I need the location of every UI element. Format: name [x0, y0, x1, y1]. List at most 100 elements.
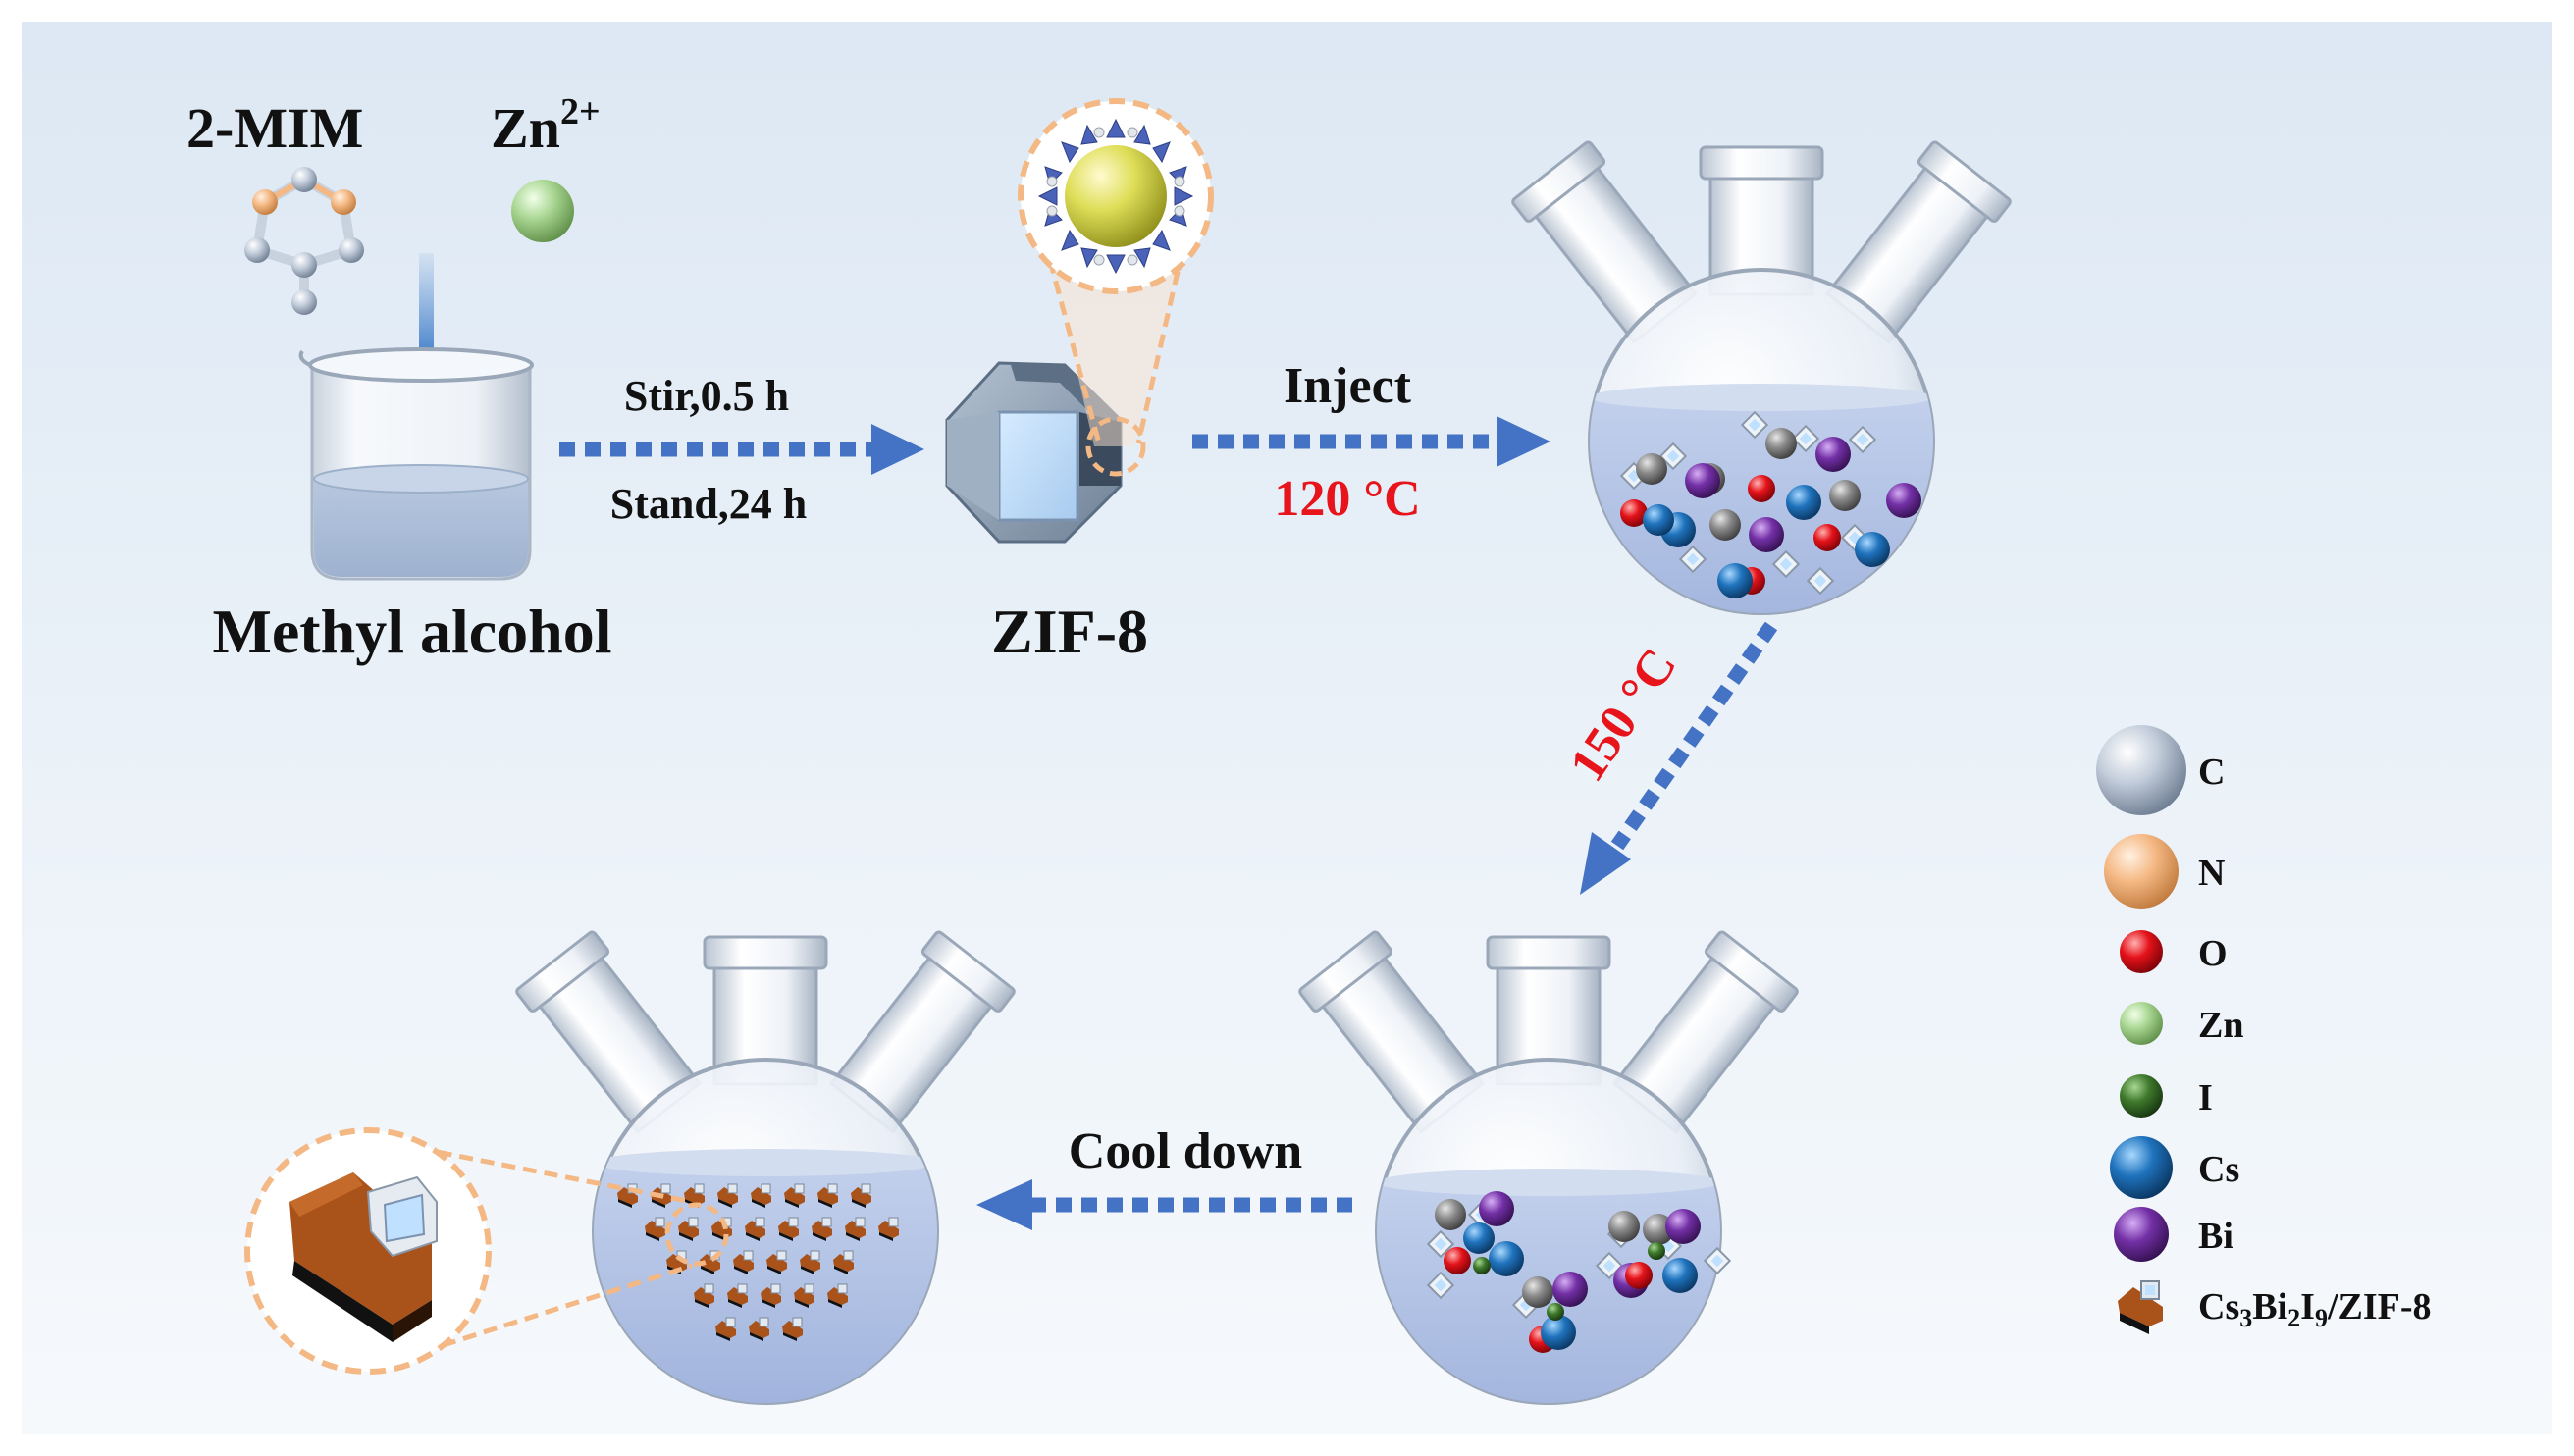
legend-c-label: C — [2198, 752, 2225, 793]
o-atom-icon — [1620, 499, 1648, 527]
gray-atom-icon — [1765, 428, 1797, 459]
composite-particle-icon — [749, 1317, 769, 1341]
gray-atom-icon — [1435, 1199, 1466, 1230]
composite-particle-icon — [794, 1283, 814, 1308]
legend-i-atom-icon — [2120, 1074, 2163, 1118]
o-atom-icon — [1748, 475, 1775, 502]
composite-particle-icon — [817, 1183, 838, 1208]
step4-label: Cool down — [1069, 1123, 1302, 1179]
zif8-cube-icon — [1848, 425, 1877, 454]
bi-atom-icon — [1886, 483, 1921, 518]
composite-particle-icon — [833, 1250, 854, 1274]
gray-atom-icon — [1636, 453, 1667, 485]
beaker-icon — [298, 347, 534, 581]
cs-atom-icon — [1717, 563, 1753, 598]
composite-particle-icon — [845, 1217, 866, 1241]
gray-atom-icon — [1522, 1276, 1553, 1308]
o-atom-icon — [1444, 1247, 1471, 1274]
cs-atom-icon — [1489, 1241, 1524, 1276]
zif8-cube-icon — [1740, 410, 1769, 440]
legend-zn-atom-icon — [2120, 1002, 2163, 1045]
composite-particle-icon — [761, 1283, 781, 1308]
composite-particle-icon — [645, 1217, 665, 1241]
zif8-crystal-icon — [945, 361, 1123, 544]
flask3-composite-particles — [617, 1183, 899, 1341]
zif8-cube-icon — [1791, 424, 1820, 453]
legend-bi-label: Bi — [2198, 1216, 2233, 1257]
composite-particle-icon — [827, 1283, 848, 1308]
bi-atom-icon — [1479, 1191, 1514, 1226]
bi-atom-icon — [1552, 1272, 1588, 1307]
metal-ion-label: Zn2+ — [491, 91, 601, 160]
zif8-cube-icon — [1426, 1229, 1455, 1259]
zif8-cube-icon — [1703, 1246, 1732, 1275]
composite-particle-icon — [717, 1183, 738, 1208]
composite-particle-icon — [778, 1217, 799, 1241]
i-atom-icon — [1473, 1257, 1491, 1274]
bi-atom-icon — [1749, 517, 1784, 552]
composite-particle-icon — [851, 1183, 871, 1208]
composite-particle-icon — [727, 1283, 748, 1308]
cs-atom-icon — [1662, 1258, 1698, 1293]
gray-atom-icon — [1829, 480, 1861, 511]
cs-atom-icon — [1541, 1315, 1576, 1350]
step1-top-label: Stir,0.5 h — [624, 372, 789, 420]
legend-cs-label: Cs — [2198, 1149, 2239, 1190]
step2-arrow — [1192, 416, 1550, 467]
composite-particle-icon — [766, 1250, 787, 1274]
gray-atom-icon — [1709, 509, 1741, 541]
step4-arrow — [976, 1179, 1352, 1230]
legend-o-atom-icon — [2120, 930, 2163, 973]
product-magnifier — [244, 1127, 729, 1375]
step2-bottom-label: 120 °C — [1274, 471, 1420, 527]
composite-particle-icon — [715, 1317, 736, 1341]
legend-i-label: I — [2198, 1077, 2213, 1118]
step3-arrow — [1580, 621, 1778, 895]
bi-atom-icon — [1685, 463, 1720, 498]
zinc-ion-icon — [511, 180, 574, 242]
legend-bi-atom-icon — [2114, 1207, 2169, 1262]
cs-atom-icon — [1786, 485, 1821, 520]
zif8-cube-icon — [1658, 442, 1688, 471]
bi-atom-icon — [1665, 1209, 1701, 1244]
composite-particle-icon — [782, 1317, 803, 1341]
cs-atom-icon — [1855, 532, 1890, 567]
composite-particle-icon — [745, 1217, 765, 1241]
composite-particle-icon — [784, 1183, 805, 1208]
step2-top-label: Inject — [1284, 358, 1412, 414]
cs-atom-icon — [1643, 504, 1674, 536]
legend-composite-icon — [2118, 1280, 2163, 1334]
o-atom-icon — [1625, 1262, 1653, 1289]
composite-particle-icon — [878, 1217, 899, 1241]
composite-particle-icon — [800, 1250, 820, 1274]
ligand-label: 2-MIM — [186, 96, 363, 160]
legend-n-label: N — [2198, 853, 2225, 894]
solvent-label: Methyl alcohol — [212, 597, 611, 666]
cs-atom-icon — [1463, 1222, 1495, 1254]
i-atom-icon — [1547, 1303, 1564, 1321]
zif8-cube-icon — [1771, 549, 1801, 579]
legend-zn-label: Zn — [2198, 1005, 2243, 1046]
composite-particle-icon — [751, 1183, 771, 1208]
legend-n-atom-icon — [2104, 834, 2179, 909]
imidazole-molecule-icon — [244, 167, 364, 315]
gray-atom-icon — [1608, 1211, 1640, 1242]
i-atom-icon — [1648, 1242, 1665, 1260]
zif8-magnifier — [1018, 98, 1214, 477]
step1-bottom-label: Stand,24 h — [610, 480, 808, 528]
zif8-cube-icon — [1426, 1271, 1455, 1300]
composite-particle-icon — [694, 1283, 714, 1308]
legend-o-label: O — [2198, 933, 2228, 974]
zif8-cube-icon — [1806, 566, 1835, 596]
legend-c-atom-icon — [2096, 725, 2186, 815]
flask2-precursor-particles — [1426, 1191, 1732, 1353]
composite-particle-icon — [812, 1217, 832, 1241]
step1-arrow — [559, 424, 924, 475]
reaction-flask-2 — [1298, 930, 1799, 1134]
zif8-label: ZIF-8 — [991, 597, 1148, 666]
o-atom-icon — [1813, 524, 1841, 551]
composite-particle-icon — [678, 1217, 699, 1241]
composite-particle-icon — [733, 1250, 754, 1274]
